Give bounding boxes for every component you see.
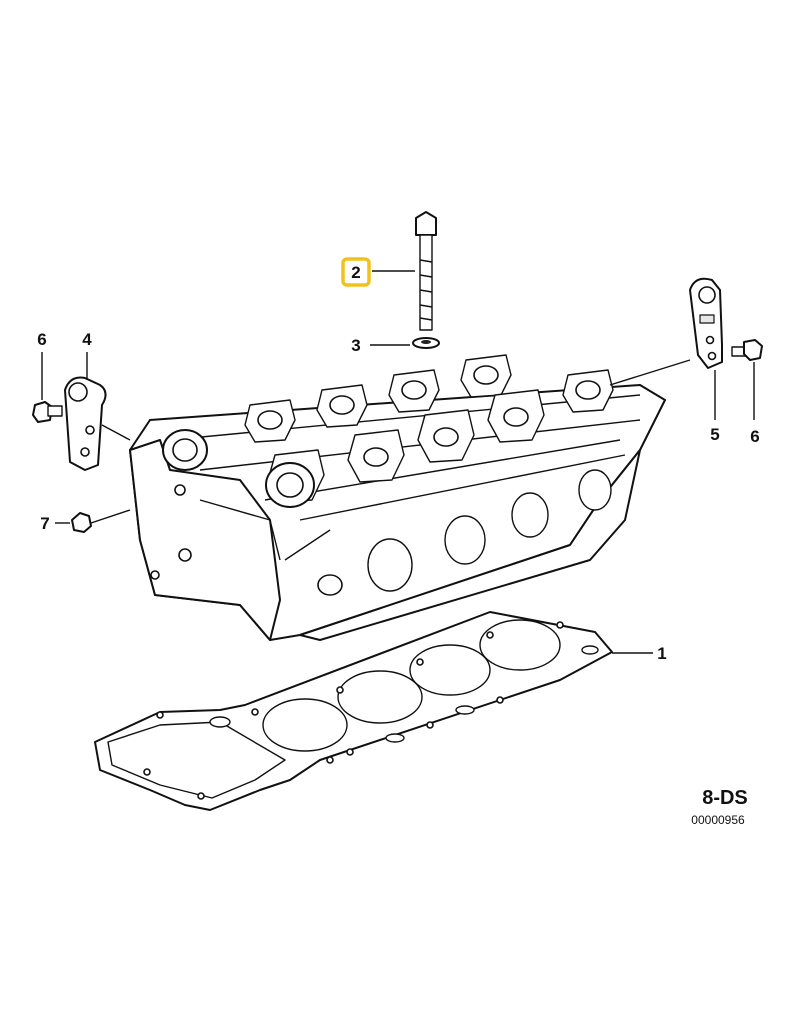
washer[interactable] [412, 337, 440, 349]
callout-6-right-label[interactable]: 6 [750, 427, 759, 446]
lifting-bracket-right[interactable] [689, 277, 723, 369]
callout-6-left-label[interactable]: 6 [37, 330, 46, 349]
callout-2-label: 2 [351, 263, 360, 282]
head-gasket[interactable] [94, 611, 613, 811]
cam-caps-rear [244, 354, 614, 443]
nut[interactable] [71, 512, 92, 533]
callout-1-label[interactable]: 1 [657, 644, 666, 663]
callout-2-highlight [341, 257, 371, 287]
callout-2[interactable]: 2 [341, 257, 371, 287]
intake-ports [367, 469, 612, 592]
bolt-left[interactable] [32, 401, 63, 423]
head-bolt[interactable] [415, 211, 437, 331]
lifting-bracket-left[interactable] [64, 376, 107, 471]
bolt-right[interactable] [731, 339, 763, 361]
callout-4-label[interactable]: 4 [82, 330, 92, 349]
diagram-code: 8-DS [702, 787, 748, 809]
callout-7-label[interactable]: 7 [40, 514, 49, 533]
callout-5-label[interactable]: 5 [710, 425, 719, 444]
drawing-number: 00000956 [691, 813, 745, 827]
leader-lines [41, 270, 755, 654]
cylinder-head[interactable] [129, 354, 666, 641]
callout-3-label[interactable]: 3 [351, 336, 360, 355]
